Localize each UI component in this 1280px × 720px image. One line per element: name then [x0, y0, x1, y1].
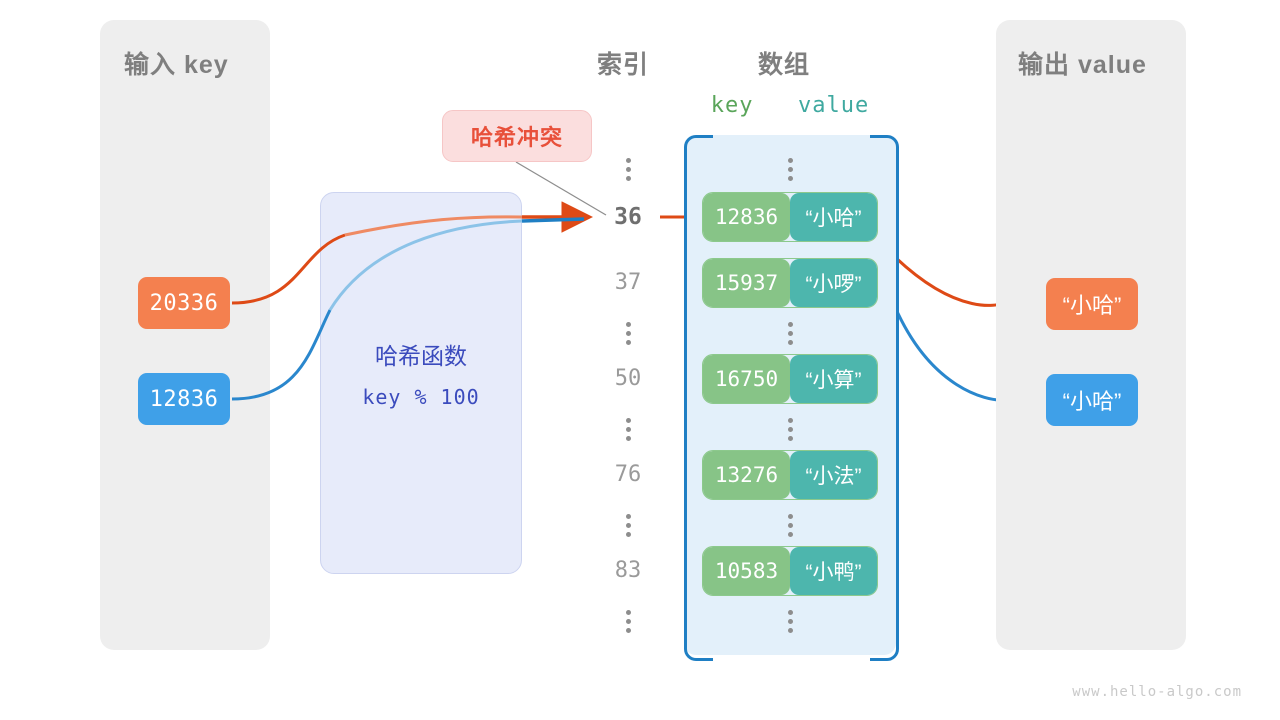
index-ellipsis-3 — [621, 514, 635, 537]
output-value-0[interactable]: “小哈” — [1046, 278, 1138, 330]
input-panel — [100, 20, 270, 650]
row-value: “小啰” — [790, 259, 877, 307]
array-ellipsis-4 — [783, 610, 797, 633]
array-ellipsis-2 — [783, 418, 797, 441]
array-ellipsis-0 — [783, 158, 797, 181]
hash-collision-label: 哈希冲突 — [470, 125, 563, 150]
output-value-1-label: “小哈” — [1062, 389, 1122, 414]
index-label-36: 36 — [614, 204, 642, 230]
index-label-50: 50 — [614, 366, 642, 391]
array-column-headers: key value — [684, 93, 896, 118]
index-ellipsis-2 — [621, 418, 635, 441]
input-key-1[interactable]: 12836 — [138, 373, 230, 425]
input-key-0-label: 20336 — [149, 290, 219, 316]
array-panel-title: 数组 — [758, 51, 811, 79]
hash-function-expression: key % 100 — [362, 385, 480, 409]
input-panel-title: 输入 key — [124, 51, 229, 79]
array-ellipsis-1 — [783, 322, 797, 345]
row-value: “小算” — [790, 355, 877, 403]
array-bracket-left — [684, 135, 713, 661]
index-column-title: 索引 — [597, 51, 650, 79]
array-bracket-right — [870, 135, 899, 661]
index-label-76: 76 — [614, 462, 642, 487]
table-row[interactable]: 10583 “小鸭” — [702, 546, 878, 596]
row-value: “小鸭” — [790, 547, 877, 595]
column-header-value: value — [798, 93, 870, 118]
index-ellipsis-0 — [621, 158, 635, 181]
hash-collision-callout: 哈希冲突 — [442, 110, 592, 162]
array-ellipsis-3 — [783, 514, 797, 537]
hash-function-title: 哈希函数 — [375, 343, 467, 369]
row-value: “小哈” — [790, 193, 877, 241]
input-key-1-label: 12836 — [149, 386, 219, 412]
row-key: 16750 — [703, 355, 790, 403]
index-label-37: 37 — [614, 270, 642, 295]
output-panel-title: 输出 value — [1018, 51, 1147, 79]
hash-function-box: 哈希函数 key % 100 — [320, 192, 522, 574]
index-label-83: 83 — [614, 558, 642, 583]
row-value: “小法” — [790, 451, 877, 499]
watermark: www.hello-algo.com — [1072, 684, 1242, 700]
column-header-key: key — [710, 93, 754, 118]
row-key: 15937 — [703, 259, 790, 307]
row-key: 13276 — [703, 451, 790, 499]
table-row[interactable]: 13276 “小法” — [702, 450, 878, 500]
row-key: 10583 — [703, 547, 790, 595]
row-key: 12836 — [703, 193, 790, 241]
table-row[interactable]: 15937 “小啰” — [702, 258, 878, 308]
output-value-1[interactable]: “小哈” — [1046, 374, 1138, 426]
output-value-0-label: “小哈” — [1062, 293, 1122, 318]
table-row[interactable]: 12836 “小哈” — [702, 192, 878, 242]
index-ellipsis-4 — [621, 610, 635, 633]
input-key-0[interactable]: 20336 — [138, 277, 230, 329]
output-panel — [996, 20, 1186, 650]
table-row[interactable]: 16750 “小算” — [702, 354, 878, 404]
index-ellipsis-1 — [621, 322, 635, 345]
